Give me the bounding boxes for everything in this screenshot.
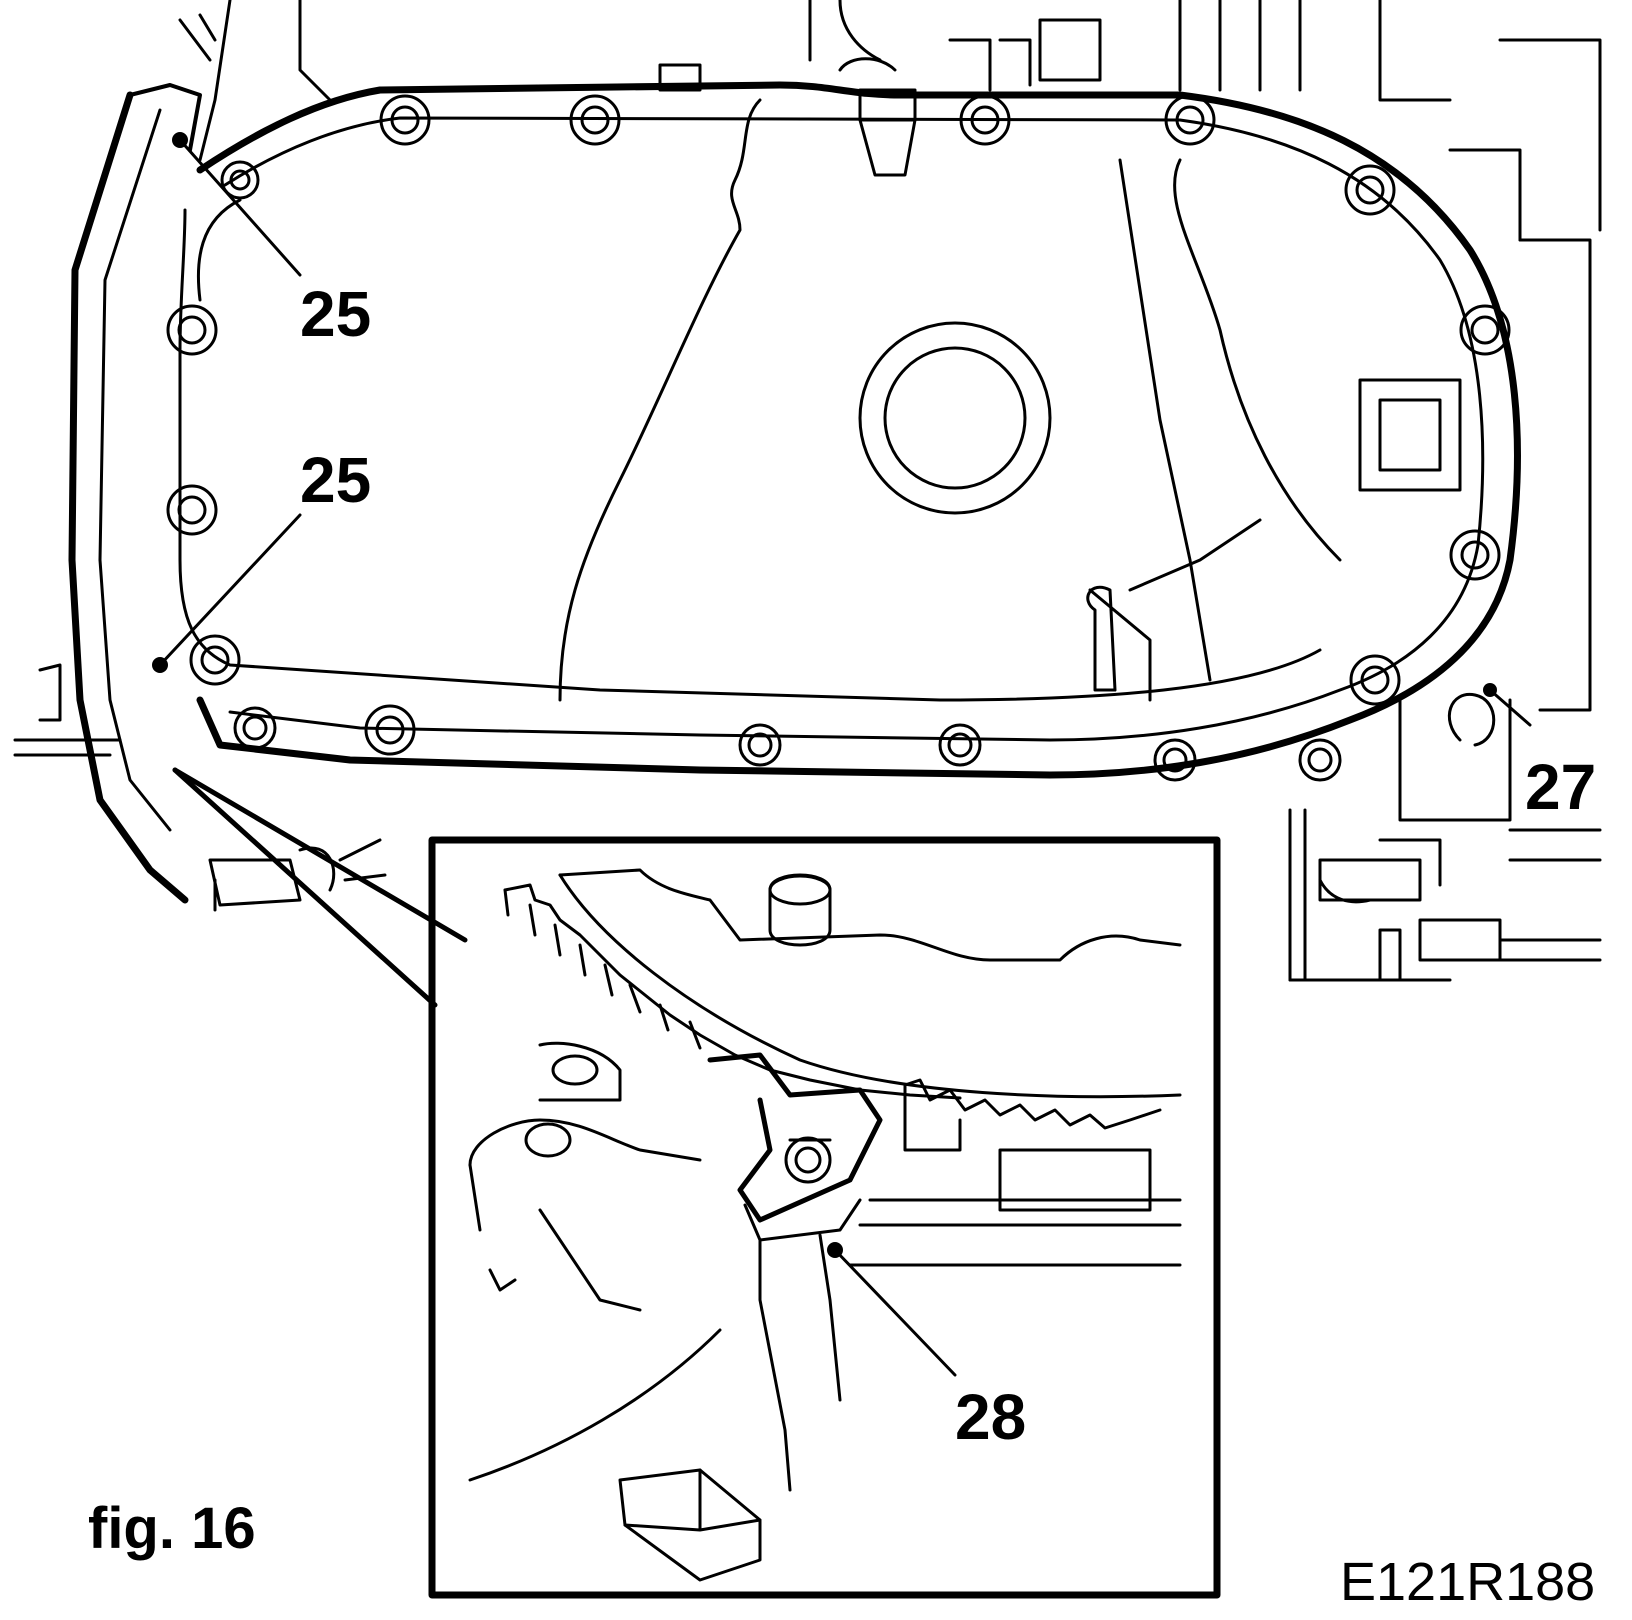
inset-flywheel-detail: [468, 868, 1182, 1582]
oil-sump-outline: [196, 81, 1521, 779]
dot-28: [827, 1242, 843, 1258]
dot-25b: [152, 657, 168, 673]
dot-25a: [172, 132, 188, 148]
left-housing: [13, 13, 217, 904]
drain-plug: [858, 321, 1052, 515]
leader-27: [1488, 688, 1532, 727]
inset-frame: [428, 836, 1221, 1599]
engine-block-background: [198, 0, 1602, 712]
leader-lines: [158, 138, 1532, 1377]
right-pipes: [1288, 693, 1602, 982]
callout-28: 28: [955, 1381, 1027, 1453]
figure-label: fig. 16: [88, 1496, 256, 1561]
leader-25b: [158, 513, 302, 667]
callout-27: 27: [1525, 751, 1597, 823]
leader-dots: [152, 132, 1497, 1258]
leader-25a: [178, 138, 302, 277]
callout-25-lower: 25: [300, 444, 372, 516]
sump-bolts: [166, 94, 1511, 782]
callout-25-upper: 25: [300, 278, 372, 350]
dot-27: [1483, 683, 1497, 697]
sump-plate: [178, 98, 1462, 702]
reference-code: E121R188: [1340, 1552, 1596, 1612]
leader-28: [833, 1248, 957, 1377]
top-bolt: [838, 57, 917, 177]
zoom-pointer: [172, 767, 468, 1008]
